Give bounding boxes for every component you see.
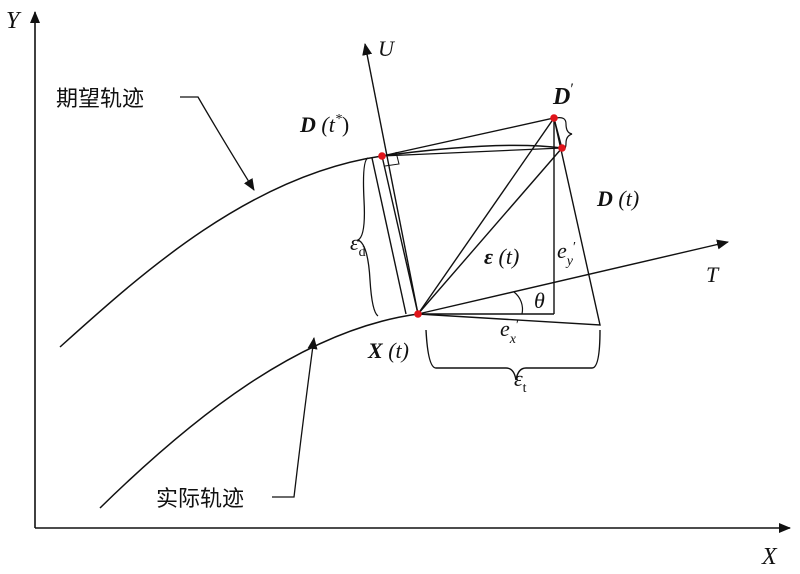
theta-arc [513,291,524,315]
y-axis-label: Y [6,8,22,34]
t-axis [417,239,729,315]
eps-d-brace [356,157,379,317]
point-d-t [558,144,566,152]
error-rectangle [381,117,601,326]
desired-trajectory-curve [59,144,563,348]
actual-label-pointer [272,337,318,498]
desired-label-pointer [180,96,255,191]
label-d-prime: D′ [552,81,574,110]
eps-t-brace [425,329,601,381]
d-prime-to-d-line [553,117,563,149]
label-d-tstar: D (t*) [299,112,349,137]
label-d-t: D (t) [596,186,639,211]
error-vector-to-d [417,147,563,315]
label-eps-d: εd [350,230,366,260]
eps-d-outer-line [371,157,407,315]
label-x-t: X (t) [367,338,409,363]
desired-trajectory-label: 期望轨迹 [56,87,144,112]
x-axis-label: X [761,544,778,570]
actual-trajectory-label: 实际轨迹 [156,487,244,512]
d-prime-small-brace [555,117,573,151]
point-d-prime [550,114,558,122]
label-e-y: ey′ [557,238,576,269]
u-axis-label: U [378,36,396,61]
error-vector-to-d-prime [417,117,555,315]
u-axis [362,43,419,315]
point-x-t [414,310,422,318]
right-angle-marker [384,151,400,167]
actual-trajectory-curve [99,313,419,509]
label-eps-t-vector: ε (t) [484,244,519,269]
label-e-x: ex′ [500,316,519,347]
d-to-d-prime-line [381,147,563,157]
point-d-tstar [378,152,386,160]
t-axis-label: T [706,262,720,287]
label-theta: θ [534,288,545,313]
label-eps-tt: εt [514,366,527,396]
eps-d-inner-line [381,155,419,315]
